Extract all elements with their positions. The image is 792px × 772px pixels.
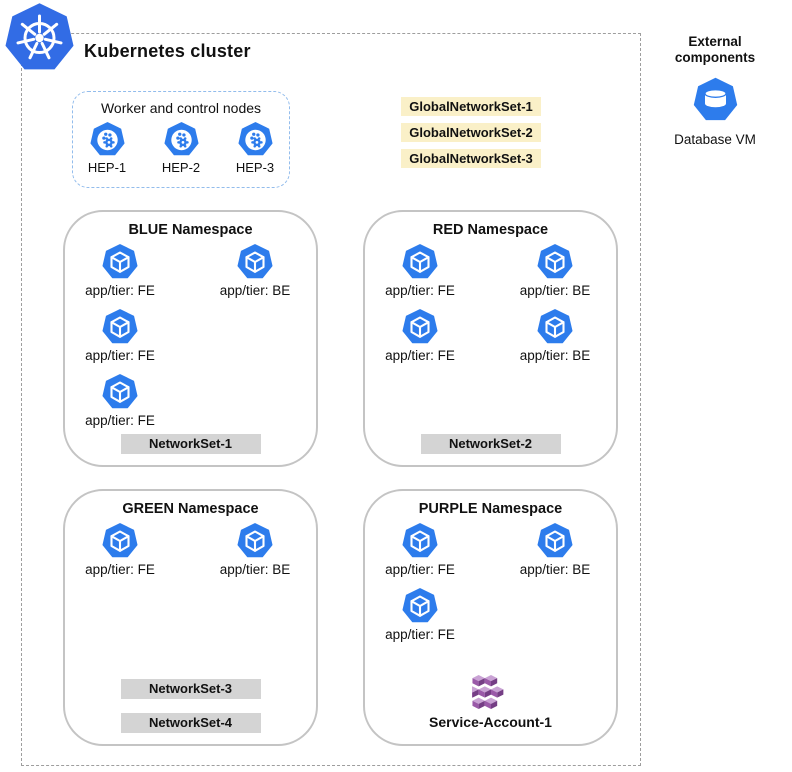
worker-nodes-title: Worker and control nodes	[100, 100, 262, 116]
pod: app/tier: FE	[75, 309, 165, 363]
service-account-icon	[472, 675, 510, 709]
pod-icon	[102, 523, 138, 559]
node-label: HEP-1	[87, 160, 127, 175]
node-icon	[164, 122, 199, 157]
cluster-title: Kubernetes cluster	[84, 41, 251, 61]
database-vm-icon	[692, 77, 739, 123]
pod-icon	[402, 244, 438, 280]
namespace-green-panel: GREEN Namespace app/tier: FE app/tier: B…	[63, 489, 318, 746]
pod: app/tier: FE	[375, 523, 465, 577]
pod: app/tier: FE	[75, 374, 165, 428]
pod-label: app/tier: BE	[519, 283, 591, 298]
pod-icon	[237, 244, 273, 280]
pod-icon	[537, 309, 573, 345]
pod-label: app/tier: FE	[385, 562, 455, 577]
pod-icon	[102, 309, 138, 345]
external-components-title: External components	[674, 34, 756, 66]
pod-icon	[402, 588, 438, 624]
node-hep-2: HEP-2	[156, 122, 206, 175]
pod: app/tier: FE	[375, 309, 465, 363]
network-set-badge: NetworkSet-4	[120, 713, 261, 733]
pod-label: app/tier: FE	[85, 348, 155, 363]
pod: app/tier: BE	[510, 309, 600, 363]
namespace-purple-panel: PURPLE Namespace app/tier: FE app/tier: …	[363, 489, 618, 746]
pod: app/tier: FE	[75, 244, 165, 298]
pod: app/tier: BE	[510, 523, 600, 577]
database-vm-label: Database VM	[674, 132, 756, 147]
node-label: HEP-3	[235, 160, 275, 175]
pod-label: app/tier: BE	[219, 562, 291, 577]
pod: app/tier: BE	[210, 244, 300, 298]
pod-label: app/tier: FE	[385, 283, 455, 298]
network-set-badge: NetworkSet-1	[120, 434, 261, 454]
pod-label: app/tier: BE	[219, 283, 291, 298]
network-set-badge: NetworkSet-2	[420, 434, 561, 454]
pod-label: app/tier: FE	[85, 562, 155, 577]
node-label: HEP-2	[161, 160, 201, 175]
service-account-label: Service-Account-1	[429, 714, 552, 730]
service-account: Service-Account-1	[365, 675, 616, 730]
pod: app/tier: FE	[375, 588, 465, 642]
pod-icon	[537, 244, 573, 280]
pod: app/tier: BE	[510, 244, 600, 298]
pod-icon	[102, 374, 138, 410]
pod: app/tier: FE	[75, 523, 165, 577]
global-network-set-badge-1: GlobalNetworkSet-1	[401, 97, 541, 116]
pod-icon	[537, 523, 573, 559]
namespace-title: PURPLE Namespace	[418, 501, 563, 517]
pod-label: app/tier: BE	[519, 562, 591, 577]
namespace-title: RED Namespace	[432, 222, 549, 238]
kubernetes-logo-icon	[3, 2, 76, 74]
pod: app/tier: BE	[210, 523, 300, 577]
namespace-title: BLUE Namespace	[128, 222, 253, 238]
kubernetes-cluster-panel	[21, 33, 641, 766]
pod-icon	[402, 309, 438, 345]
pod-icon	[237, 523, 273, 559]
network-set-badge: NetworkSet-3	[120, 679, 261, 699]
worker-nodes-row: HEP-1 HEP-2 HEP-3	[73, 122, 289, 175]
pod-label: app/tier: FE	[385, 627, 455, 642]
pod: app/tier: FE	[375, 244, 465, 298]
namespace-red-panel: RED Namespace app/tier: FE app/tier: BE …	[363, 210, 618, 467]
namespace-title: GREEN Namespace	[122, 501, 259, 517]
node-icon	[238, 122, 273, 157]
pod-label: app/tier: FE	[85, 413, 155, 428]
node-hep-1: HEP-1	[82, 122, 132, 175]
namespace-blue-panel: BLUE Namespace app/tier: FE app/tier: BE…	[63, 210, 318, 467]
node-icon	[90, 122, 125, 157]
global-network-set-badge-3: GlobalNetworkSet-3	[401, 149, 541, 168]
pod-label: app/tier: FE	[85, 283, 155, 298]
global-network-set-badge-2: GlobalNetworkSet-2	[401, 123, 541, 142]
database-vm: Database VM	[663, 77, 767, 147]
pod-label: app/tier: FE	[385, 348, 455, 363]
pod-icon	[102, 244, 138, 280]
pod-label: app/tier: BE	[519, 348, 591, 363]
pod-icon	[402, 523, 438, 559]
node-hep-3: HEP-3	[230, 122, 280, 175]
worker-nodes-panel: Worker and control nodes HEP-1 HEP-2 HEP…	[72, 91, 290, 188]
